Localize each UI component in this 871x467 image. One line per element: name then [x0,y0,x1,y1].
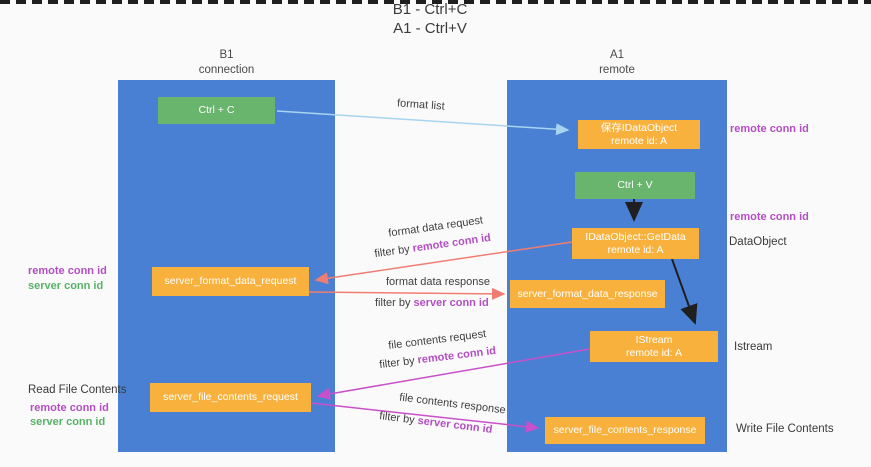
left-server-conn-id-2: server conn id [30,416,106,428]
idataobject-getdata-box: IDataObject::GetData remote id: A [572,228,699,259]
left-column-header: B1 connection [118,48,335,78]
write-file-contents-label: Write File Contents [736,423,834,435]
left-server-conn-id-1: server conn id [28,280,104,292]
right-column-header: A1 remote [507,48,727,78]
diagram-title: B1 - Ctrl+C A1 - Ctrl+V [0,0,860,38]
ctrl-v-box: Ctrl + V [575,172,695,199]
left-remote-conn-id-1: remote conn id [28,265,107,277]
server-file-contents-response-box: server_file_contents_response [545,417,705,444]
save-idataobject-line2: remote id: A [610,134,668,147]
server-format-data-request-box: server_format_data_request [152,267,309,296]
server-format-data-response-box: server_format_data_response [510,280,665,308]
server-file-contents-response-label: server_file_contents_response [553,424,697,436]
server-format-data-request-label: server_format_data_request [164,275,297,287]
title-line-1: B1 - Ctrl+C [392,1,468,18]
copy-paste-separator-dashed-line [0,0,871,4]
ctrl-c-box: Ctrl + C [158,97,275,124]
format-data-request-arrow [314,241,573,285]
format-data-response-annotation: format data response [386,276,490,288]
remote-conn-id-label-top: remote conn id [730,123,809,135]
left-column-name: B1 [219,49,234,61]
title-line-2: A1 - Ctrl+V [393,20,467,37]
getdata-line2: remote id: A [607,243,664,256]
server-file-contents-request-box: server_file_contents_request [150,383,311,412]
right-column-role: remote [599,64,635,76]
right-column-name: A1 [609,49,625,61]
filter-by-text: filter by [375,297,414,309]
ctrl-v-label: Ctrl + V [617,179,653,191]
filter-by-server-conn-id-1: filter by server conn id [375,297,489,309]
save-idataobject-box: 保存IDataObject remote id: A [578,120,700,149]
istream-box: IStream remote id: A [590,331,718,362]
file-contents-request-arrow [316,348,591,400]
dataobject-label: DataObject [729,236,787,248]
getdata-to-istream-arrow [671,258,698,325]
remote-conn-id-label-mid: remote conn id [730,211,809,223]
server-format-data-response-label: server_format_data_response [517,287,658,300]
read-file-contents-label: Read File Contents [28,384,127,396]
istream-side-label: Istream [734,341,773,353]
left-column-role: connection [198,64,255,76]
server-file-contents-request-label: server_file_contents_request [163,391,298,403]
getdata-line1: IDataObject::GetData [585,230,686,243]
istream-line1: IStream [635,333,673,346]
format-list-arrow [276,110,570,136]
ctrl-c-label: Ctrl + C [198,104,235,116]
save-idataobject-line1: 保存IDataObject [600,121,678,134]
istream-line2: remote id: A [625,346,683,359]
format-data-response-arrow [308,287,506,300]
left-remote-conn-id-2: remote conn id [30,402,109,414]
file-contents-response-arrow [310,402,540,433]
server-conn-id-highlight: server conn id [413,297,489,309]
